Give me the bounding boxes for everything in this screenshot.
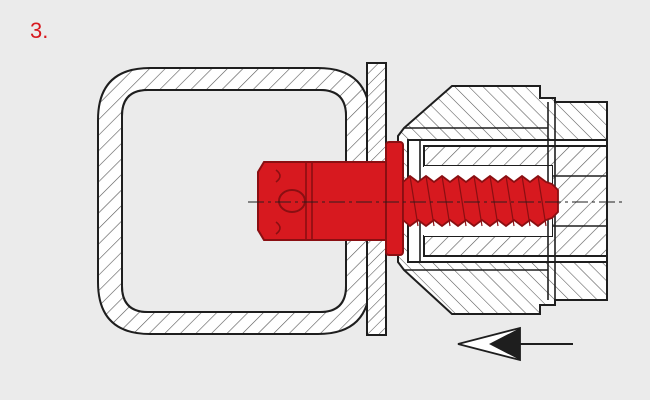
- step-number: 3.: [30, 18, 49, 43]
- insert-cross-hole: [278, 189, 306, 213]
- profile-cavity: [121, 89, 347, 313]
- arrow-left-icon: [457, 326, 573, 362]
- insert-barrel: [257, 161, 387, 241]
- threaded-insert: [257, 141, 559, 256]
- insert-flange: [385, 141, 404, 256]
